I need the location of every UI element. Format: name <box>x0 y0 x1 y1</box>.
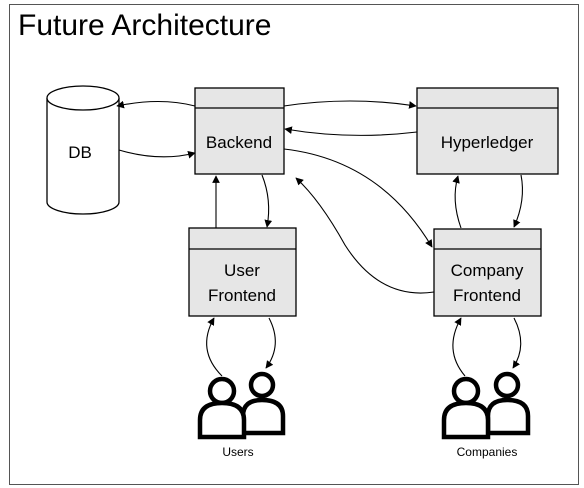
arrow-users-to-userfrontend <box>206 317 223 377</box>
db-node: DB <box>46 85 120 215</box>
arrow-backend-to-hyperledger <box>283 100 417 109</box>
backend-node: Backend <box>194 87 285 175</box>
company-frontend-label-line1: Company <box>451 261 524 280</box>
arrow-db-to-backend <box>118 149 196 159</box>
users-icon <box>197 371 286 440</box>
user-frontend-label-line2: Frontend <box>208 286 276 305</box>
arrow-companyfrontend-to-companies <box>512 317 522 369</box>
arrow-companyfrontend-to-backend <box>295 177 435 294</box>
arrow-hyperledger-to-companyfrontend <box>513 174 523 228</box>
user-frontend-label-line1: User <box>224 261 260 280</box>
arrow-backend-to-db <box>116 100 196 109</box>
user-frontend-node: User Frontend <box>188 227 297 317</box>
arrow-companies-to-companyfrontend <box>452 317 466 377</box>
arrow-backend-to-userfrontend <box>261 174 273 228</box>
companies-icon <box>441 371 531 440</box>
arrow-backend-to-companyfrontend <box>283 148 433 248</box>
hyperledger-label: Hyperledger <box>441 133 534 152</box>
arrow-hyperledger-to-backend <box>284 126 418 136</box>
arrow-companyfrontend-to-hyperledger <box>452 175 462 229</box>
db-label: DB <box>68 143 92 162</box>
users-label: Users <box>222 445 253 459</box>
diagram-title: Future Architecture <box>18 9 272 42</box>
hyperledger-node: Hyperledger <box>416 87 559 175</box>
backend-label: Backend <box>206 133 272 152</box>
company-frontend-node: Company Frontend <box>433 228 542 317</box>
arrow-userfrontend-to-users <box>265 317 276 369</box>
companies-label: Companies <box>457 445 518 459</box>
company-frontend-label-line2: Frontend <box>453 286 521 305</box>
